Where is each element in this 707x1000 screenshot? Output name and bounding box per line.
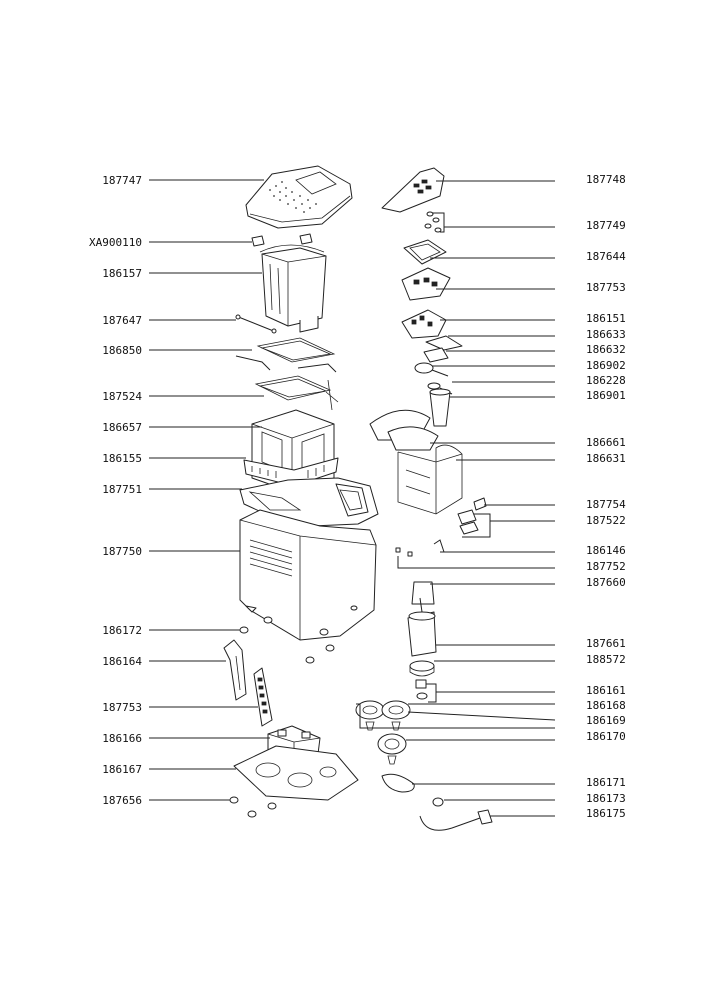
callout-label: 187656: [102, 794, 142, 807]
callout-label: 187661: [586, 637, 626, 650]
callout-label: 187644: [586, 250, 626, 263]
power-board-part: [401, 309, 447, 339]
callout-label: XA900110: [89, 236, 142, 249]
callout-label: 186173: [586, 792, 626, 805]
callout-label: 186146: [586, 544, 626, 557]
callout-label: 186170: [586, 730, 626, 743]
callout-label: 187522: [586, 514, 626, 527]
drive-gears-part: [355, 700, 411, 731]
callout-label: 186632: [586, 343, 626, 356]
bread-pan-part: [259, 244, 327, 333]
callout-label: 187751: [102, 483, 142, 496]
callout-label: 187748: [586, 173, 626, 186]
callout-label: 186157: [102, 267, 142, 280]
callout-label: 186151: [586, 312, 626, 325]
motor-part: [407, 581, 437, 657]
callout-label: 187754: [586, 498, 626, 511]
control-panel-cover-part: [381, 167, 445, 213]
callout-labels-right: 187748 187749 187644 187753 186151 18663…: [586, 173, 626, 820]
side-bracket-part: [223, 639, 247, 701]
callout-label: 187753: [586, 281, 626, 294]
callout-label: 186657: [102, 421, 142, 434]
housing-part: [239, 509, 377, 641]
thermostat-part: [457, 509, 479, 535]
leader-lines: [149, 179, 556, 817]
callout-label: 186172: [102, 624, 142, 637]
callout-label: 186161: [586, 684, 626, 697]
clip-part: [251, 233, 313, 247]
kneading-paddle-part: [423, 335, 463, 363]
callout-label: 187747: [102, 174, 142, 187]
callout-label: 187752: [586, 560, 626, 573]
control-board-part: [253, 667, 273, 727]
callout-label: 186166: [102, 732, 142, 745]
heating-element-part: [235, 337, 337, 373]
callout-label: 186228: [586, 374, 626, 387]
callout-label: 186169: [586, 714, 626, 727]
display-board-part: [401, 267, 451, 301]
callout-label: 187647: [102, 314, 142, 327]
membrane-part: [403, 239, 447, 265]
callout-label: 186902: [586, 359, 626, 372]
heating-element-lower-part: [254, 375, 339, 411]
screw-part: [395, 539, 445, 557]
main-gear-part: [377, 733, 407, 765]
callout-label: 188572: [586, 653, 626, 666]
callout-label: 187749: [586, 219, 626, 232]
lid-part: [245, 165, 353, 229]
latch-part: [473, 497, 487, 511]
base-feet-part: [229, 796, 277, 818]
callout-label: 187524: [102, 390, 142, 403]
callout-label: 186168: [586, 699, 626, 712]
callout-label: 186155: [102, 452, 142, 465]
callout-label: 186661: [586, 436, 626, 449]
buttons-part: [424, 211, 442, 233]
power-cord-part: [419, 809, 493, 831]
callout-labels-left: 187747 XA900110 186157 187647 186850 187…: [89, 174, 142, 807]
measuring-cup-part: [429, 388, 451, 427]
callout-label: 187750: [102, 545, 142, 558]
callout-label: 186631: [586, 452, 626, 465]
callout-label: 186901: [586, 389, 626, 402]
callout-label: 186633: [586, 328, 626, 341]
bearing-part: [415, 679, 428, 700]
callout-label: 186175: [586, 807, 626, 820]
callout-label: 187753: [102, 701, 142, 714]
motor-pulley-part: [409, 660, 435, 677]
accessory-lid-part: [369, 409, 439, 451]
callout-label: 186850: [102, 344, 142, 357]
callout-label: 186164: [102, 655, 142, 668]
accessory-frame-part: [397, 444, 463, 515]
callout-label: 186167: [102, 763, 142, 776]
rod-part: [235, 314, 277, 334]
base-plate-part: [233, 745, 359, 801]
callout-label: 186171: [586, 776, 626, 789]
drive-belt-part: [381, 773, 415, 793]
grommet-part: [432, 797, 444, 807]
callout-label: 187660: [586, 576, 626, 589]
